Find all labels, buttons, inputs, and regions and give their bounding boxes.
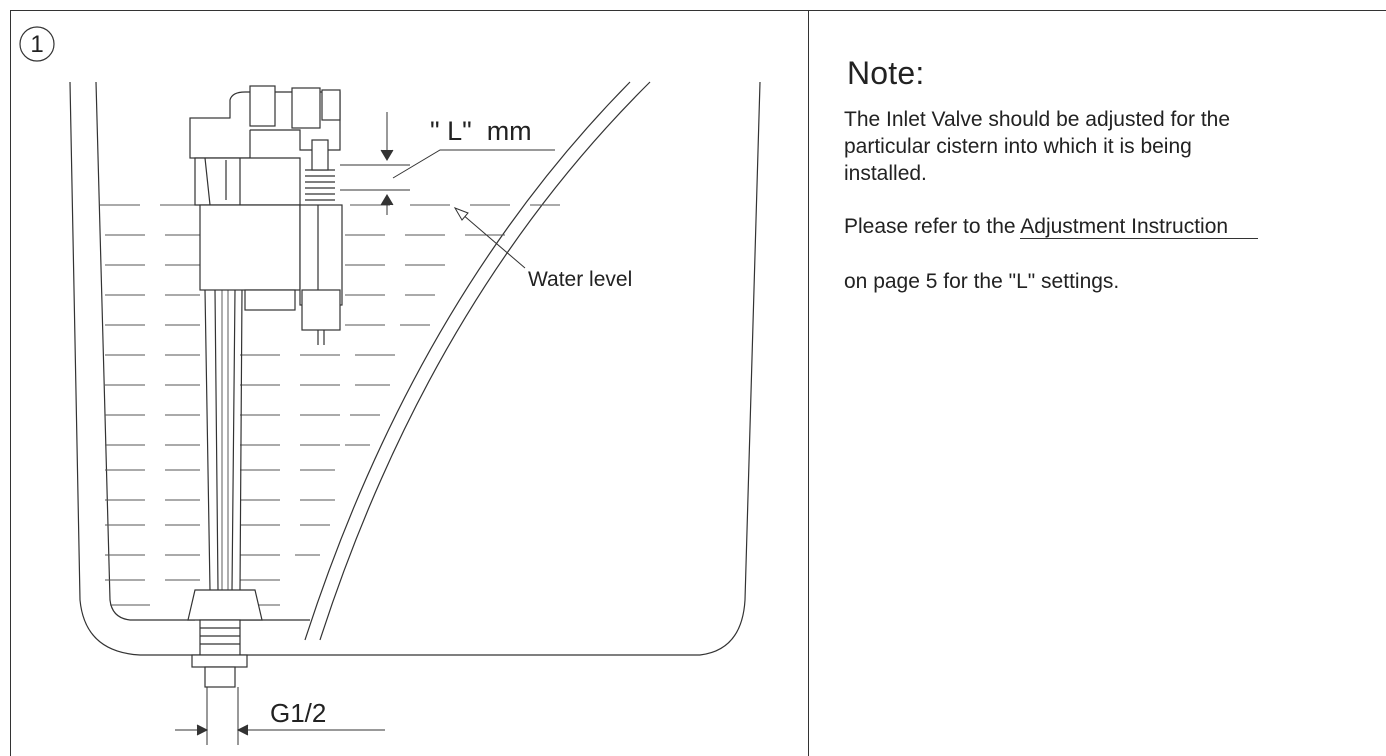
note-reference-suffix: on page 5 for the "L" settings. bbox=[844, 270, 1120, 293]
note-paragraph: The Inlet Valve should be adjusted for t… bbox=[844, 108, 1231, 185]
note-reference-line: Please refer to the Adjustment Instructi… bbox=[844, 215, 1259, 239]
cistern-inner-wall bbox=[95, 81, 195, 621]
water-dashes bbox=[100, 204, 560, 606]
inlet-valve bbox=[187, 85, 343, 688]
step-number-circle bbox=[19, 26, 55, 62]
panel-divider bbox=[808, 10, 809, 756]
cistern-curve-outer bbox=[319, 81, 651, 641]
dimension-label: " L" mm bbox=[430, 116, 532, 146]
thread-dimension bbox=[175, 687, 385, 745]
note-ref-prefix: Please refer to the bbox=[844, 215, 1021, 238]
note-title: Note: bbox=[847, 55, 925, 91]
water-level-pointer bbox=[453, 207, 526, 269]
step-number: 1 bbox=[30, 31, 43, 58]
cistern-outer-wall bbox=[69, 81, 761, 656]
l-dimension bbox=[340, 112, 555, 215]
page-frame bbox=[10, 10, 1386, 756]
note-panel: Note: The Inlet Valve should be adjusted… bbox=[809, 10, 1386, 756]
cistern-curve-inner bbox=[304, 81, 631, 641]
thread-label: G1/2 bbox=[270, 698, 326, 728]
adjustment-instruction-link[interactable]: Adjustment Instruction bbox=[1020, 215, 1259, 239]
cistern-diagram: 1 " L" mm Water level G1/2 bbox=[19, 26, 761, 745]
water-level-label: Water level bbox=[528, 268, 632, 291]
